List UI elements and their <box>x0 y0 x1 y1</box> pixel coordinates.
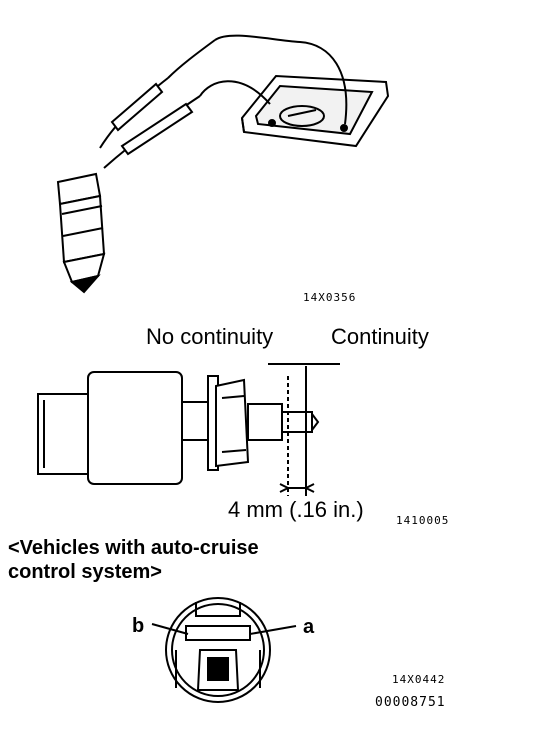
pin-label-b: b <box>132 615 145 637</box>
figure-code-2: 1410005 <box>396 514 450 527</box>
figure-code-1: 14X0356 <box>303 291 357 304</box>
document-code: 00008751 <box>375 695 446 710</box>
section-heading-line2: control system> <box>8 561 162 583</box>
label-no-continuity: No continuity <box>146 324 274 349</box>
figure-code-3: 14X0442 <box>392 673 446 686</box>
pin-label-a: a <box>303 616 315 638</box>
label-continuity: Continuity <box>331 324 429 349</box>
dimension-label: 4 mm (.16 in.) <box>228 497 364 522</box>
section-heading-line1: <Vehicles with auto-cruise <box>8 537 259 559</box>
